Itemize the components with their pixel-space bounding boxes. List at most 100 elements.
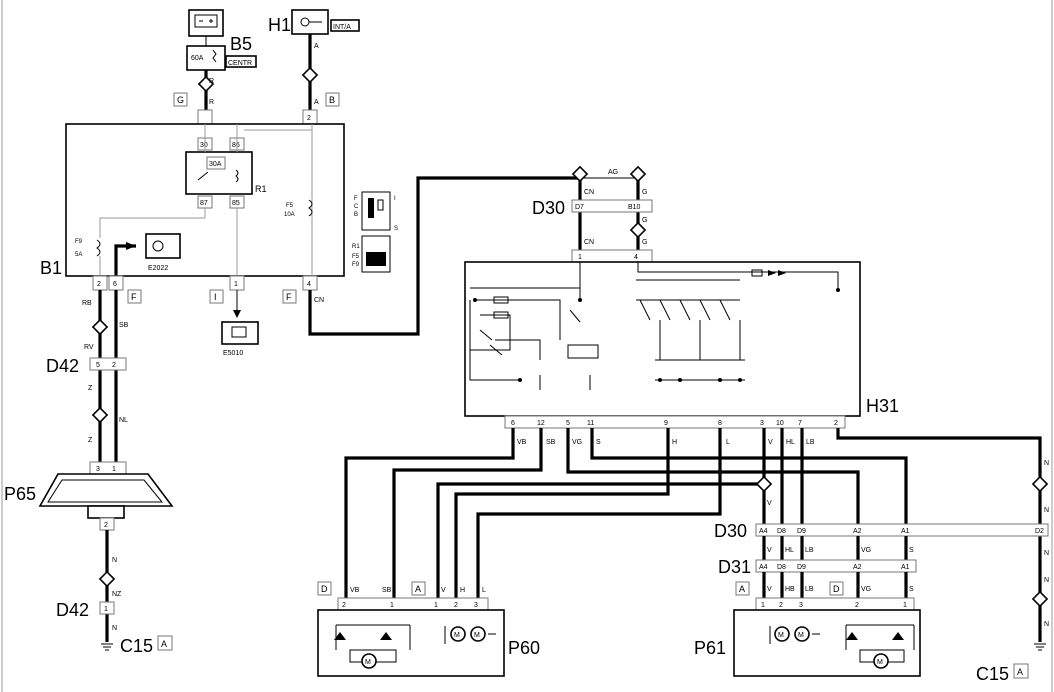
svg-text:VG: VG <box>861 586 871 593</box>
wire-cn: CN <box>314 297 324 304</box>
p61-box <box>733 609 921 677</box>
h1-pin: 2 <box>307 115 311 122</box>
svg-text:2: 2 <box>779 602 783 609</box>
p65-pin-1: 1 <box>112 466 116 473</box>
d42-lower-label: D42 <box>56 600 89 620</box>
svg-text:N: N <box>1044 621 1049 628</box>
p60-connector-d: D <box>321 584 328 594</box>
d31-pin-a2: A2 <box>853 564 862 571</box>
svg-text:C: C <box>354 204 359 210</box>
d30b-pin-a2: A2 <box>853 528 862 535</box>
p60-label: P60 <box>508 638 540 658</box>
svg-text:F: F <box>354 196 358 202</box>
wire-rb: RB <box>82 300 92 307</box>
d30b-pin-d8: D8 <box>777 528 786 535</box>
c15-right-tag: A <box>1017 667 1023 677</box>
h31-internal-circuit <box>469 262 840 390</box>
lamp-icon <box>145 233 181 259</box>
h31-pin-10: 10 <box>776 420 784 427</box>
wire-r: R <box>209 78 214 85</box>
c15-left-tag: A <box>161 639 167 649</box>
motor-icon: M M <box>769 626 820 644</box>
wire-vg: VG <box>572 439 582 446</box>
wire-cn-d30: CN <box>584 189 594 196</box>
svg-text:CN: CN <box>584 239 594 246</box>
svg-text:V: V <box>767 500 772 507</box>
p65-pin-2: 2 <box>104 522 108 529</box>
p61-connector-a: A <box>739 584 745 594</box>
svg-text:H: H <box>460 587 465 594</box>
wire-lb: LB <box>806 439 815 446</box>
splice <box>197 75 215 93</box>
p61-connector-d: D <box>833 584 840 594</box>
p61-label: P61 <box>694 638 726 658</box>
wire-sb-h31: SB <box>546 439 556 446</box>
svg-text:N: N <box>1044 507 1049 514</box>
motor-icon: M <box>361 653 377 669</box>
b1-pin-6: 6 <box>113 281 117 288</box>
d30b-pin-a1: A1 <box>901 528 910 535</box>
fuse-f5: F5 <box>286 203 294 209</box>
d42-pin-5: 5 <box>96 362 100 369</box>
h31-pin-8: 8 <box>718 420 722 427</box>
b1-pin-85: 85 <box>232 200 240 207</box>
d31-pin-d8: D8 <box>777 564 786 571</box>
connector-f: F <box>131 292 137 302</box>
ground-icon <box>1034 643 1046 651</box>
diode-icon <box>768 270 786 276</box>
d31-pin-a1: A1 <box>901 564 910 571</box>
b5-fuse-box: 60A <box>186 45 226 71</box>
svg-text:M: M <box>454 632 460 639</box>
svg-text:2: 2 <box>855 602 859 609</box>
svg-text:M: M <box>778 632 784 639</box>
ground-icon <box>101 643 113 651</box>
b1-pin-1: 1 <box>234 281 238 288</box>
wire-hl: HL <box>786 439 795 446</box>
wire-n2: N <box>112 625 117 632</box>
connector-i: I <box>214 292 217 302</box>
svg-text:G: G <box>642 239 647 246</box>
connector-g: G <box>177 95 184 105</box>
d30-top-label: D30 <box>532 198 565 218</box>
fuse-f9-rating: 5A <box>75 252 82 258</box>
wire-r2: R <box>209 99 214 106</box>
svg-text:G: G <box>642 217 647 224</box>
wire-h: H <box>672 439 677 446</box>
svg-text:M: M <box>474 632 480 639</box>
svg-text:1: 1 <box>434 602 438 609</box>
connector-g-box <box>173 92 188 107</box>
e2022-label: E2022 <box>148 265 168 272</box>
key-icon <box>291 9 329 35</box>
svg-text:1: 1 <box>390 602 394 609</box>
b1-label: B1 <box>40 258 62 278</box>
svg-text:V: V <box>767 586 772 593</box>
p60-connector-a: A <box>415 584 421 594</box>
svg-text:2: 2 <box>342 602 346 609</box>
d31-pin-a4: A4 <box>759 564 768 571</box>
fuse-f5-rating: 10A <box>284 212 295 218</box>
b5-label: B5 <box>230 34 252 54</box>
connector-f2: F <box>286 292 292 302</box>
wire-z: Z <box>88 385 93 392</box>
d30b-pin-d2: D2 <box>1035 528 1044 535</box>
svg-text:N: N <box>1044 577 1049 584</box>
svg-text:VG: VG <box>861 547 871 554</box>
c15-left-label: C15 <box>120 636 153 656</box>
svg-text:N: N <box>1044 550 1049 557</box>
d42-upper-label: D42 <box>46 356 79 376</box>
wire-ag: AG <box>608 169 618 176</box>
b5-fuse-rating: 60A <box>191 55 204 62</box>
h31-label: H31 <box>866 396 899 416</box>
wire-vb: VB <box>517 439 527 446</box>
wire-g: G <box>642 189 647 196</box>
wire-n: N <box>112 557 117 564</box>
svg-text:S: S <box>909 586 914 593</box>
h31-pin-7: 7 <box>798 420 802 427</box>
svg-text:M: M <box>365 659 371 666</box>
wire-v: V <box>768 439 773 446</box>
wire-s: S <box>596 439 601 446</box>
svg-text:M: M <box>877 659 883 666</box>
e5010-label: E5010 <box>223 350 243 357</box>
h31-pin-2: 2 <box>834 420 838 427</box>
